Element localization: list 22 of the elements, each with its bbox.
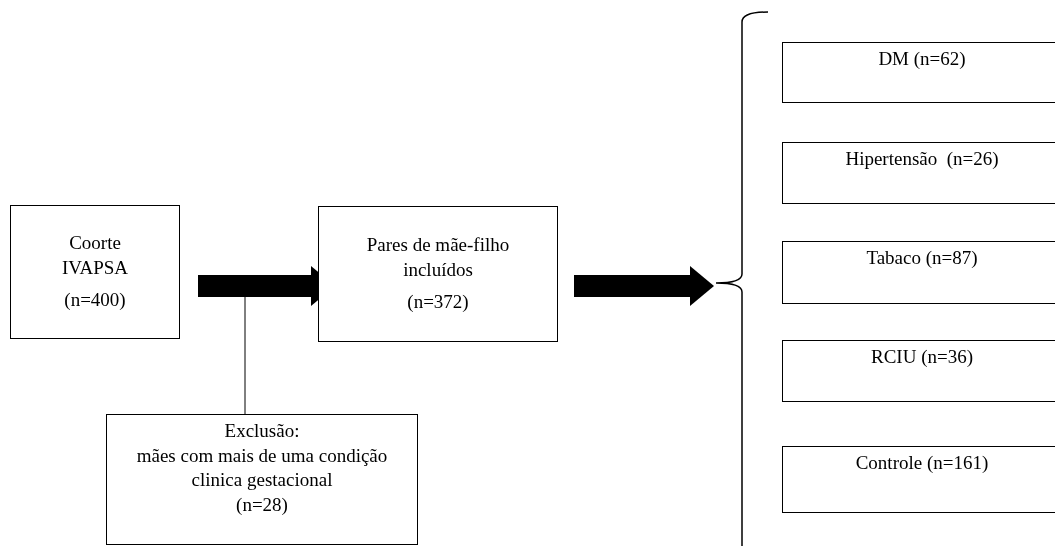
process-box xyxy=(106,414,418,545)
process-box xyxy=(782,241,1055,304)
box-text: Controle (n=161) xyxy=(855,451,989,475)
box-text: Pares de mãe-filho incluídos xyxy=(365,232,511,282)
process-box xyxy=(782,142,1055,204)
box-text: (n=372) xyxy=(407,290,469,315)
process-box xyxy=(782,446,1055,513)
box-text: Coorte IVAPSA xyxy=(60,230,130,280)
box-text: (n=400) xyxy=(64,288,126,313)
block-arrow xyxy=(574,266,714,306)
box-text: DM (n=62) xyxy=(878,47,966,71)
box-text: Exclusão: xyxy=(224,419,300,443)
process-box xyxy=(318,206,558,342)
process-box xyxy=(10,205,180,339)
box-text: RCIU (n=36) xyxy=(871,345,973,369)
process-box xyxy=(782,42,1055,103)
process-box xyxy=(782,340,1055,402)
box-text: Tabaco (n=87) xyxy=(866,246,978,270)
connector-line xyxy=(244,296,246,415)
box-text: mães com mais de uma condição clinica gestacional xyxy=(135,443,389,493)
box-text: Hipertensão (n=26) xyxy=(845,147,999,171)
box-text: (n=28) xyxy=(236,493,288,518)
